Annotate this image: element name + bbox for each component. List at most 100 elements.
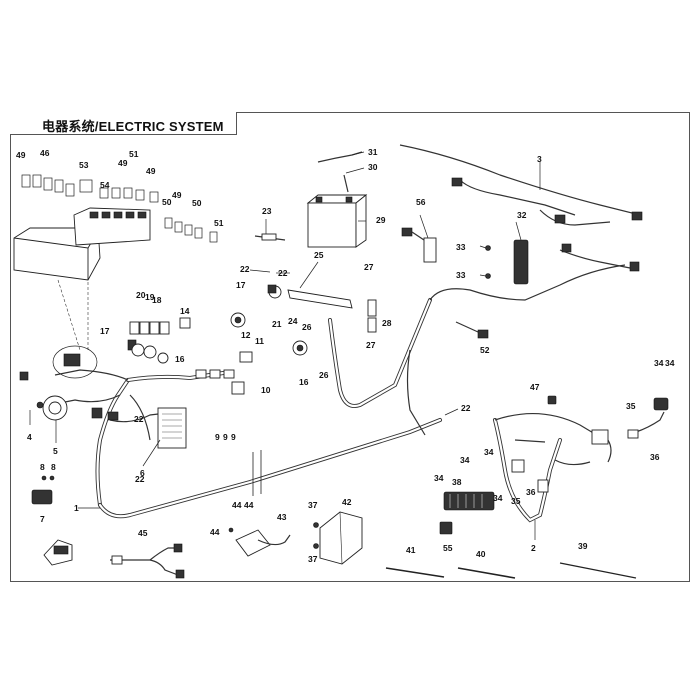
callout-39: 39 — [578, 541, 588, 551]
callout-49: 49 — [146, 166, 156, 176]
callout-25: 25 — [314, 250, 324, 260]
callout-22: 22 — [278, 268, 288, 278]
connectors-left — [19, 371, 119, 421]
callout-34: 34 — [654, 358, 664, 368]
callout-33: 33 — [456, 242, 466, 252]
callout-50: 50 — [192, 198, 202, 208]
callout-45: 45 — [138, 528, 148, 538]
callout-34: 34 — [665, 358, 675, 368]
callout-14: 14 — [180, 306, 190, 316]
title-box — [10, 112, 237, 135]
ecu-32 — [485, 239, 529, 285]
callout-35: 35 — [626, 401, 636, 411]
callout-32: 32 — [517, 210, 527, 220]
callout-34: 34 — [493, 493, 503, 503]
callout-9: 9 — [215, 432, 220, 442]
cap-47 — [547, 395, 557, 405]
callout-40: 40 — [476, 549, 486, 559]
callout-51: 51 — [214, 218, 224, 228]
callout-43: 43 — [277, 512, 287, 522]
callout-51: 51 — [129, 149, 139, 159]
callout-11: 11 — [255, 336, 264, 346]
callout-50: 50 — [162, 197, 172, 207]
callout-1: 1 — [74, 503, 79, 513]
callout-2: 2 — [531, 543, 536, 553]
diagram-frame — [10, 112, 690, 582]
cdi-unit — [157, 407, 187, 449]
callout-23: 23 — [262, 206, 272, 216]
callout-56: 56 — [416, 197, 426, 207]
callout-22: 22 — [135, 474, 145, 484]
fuse-box-assembly — [13, 174, 218, 379]
sensor-43-44 — [228, 527, 291, 557]
callout-20: 20 — [136, 290, 146, 300]
callout-22: 22 — [134, 414, 144, 424]
callout-5: 5 — [53, 446, 58, 456]
callout-17: 17 — [100, 326, 110, 336]
callout-27: 27 — [364, 262, 374, 272]
module-42 — [313, 511, 363, 565]
callout-49: 49 — [118, 158, 128, 168]
callout-7: 7 — [40, 514, 45, 524]
fuse-23 — [254, 233, 286, 241]
callout-35: 35 — [511, 496, 521, 506]
callout-4: 4 — [27, 432, 32, 442]
callout-3: 3 — [537, 154, 542, 164]
callout-37: 37 — [308, 500, 318, 510]
callout-52: 52 — [480, 345, 490, 355]
relay-cluster — [127, 317, 253, 395]
leader-lines — [29, 151, 541, 540]
callout-22: 22 — [240, 264, 250, 274]
callout-36: 36 — [650, 452, 660, 462]
callout-36: 36 — [526, 487, 536, 497]
callout-19: 19 — [145, 292, 155, 302]
switch-part-7 — [31, 475, 55, 505]
callout-9: 9 — [223, 432, 228, 442]
callout-31: 31 — [368, 147, 378, 157]
switch-4wd — [43, 539, 73, 566]
diagram-title: 电器系统/ELECTRIC SYSTEM — [42, 119, 224, 134]
cable-45 — [110, 543, 185, 579]
callout-16: 16 — [175, 354, 185, 364]
callout-33: 33 — [456, 270, 466, 280]
relay-56 — [401, 227, 437, 263]
callout-37: 37 — [308, 554, 318, 564]
callout-21: 21 — [272, 319, 282, 329]
callout-34: 34 — [484, 447, 494, 457]
callout-44: 44 — [244, 500, 254, 510]
callout-49: 49 — [172, 190, 182, 200]
callout-41: 41 — [406, 545, 416, 555]
callout-24: 24 — [288, 316, 298, 326]
callout-38: 38 — [452, 477, 462, 487]
callout-47: 47 — [530, 382, 540, 392]
callout-46: 46 — [40, 148, 50, 158]
callout-28: 28 — [382, 318, 392, 328]
callout-34: 34 — [434, 473, 444, 483]
battery-assembly — [306, 151, 368, 248]
connector-icon — [554, 214, 566, 224]
callout-34: 34 — [460, 455, 470, 465]
horn-assembly — [36, 395, 68, 421]
callout-12: 12 — [241, 330, 251, 340]
sensor-35-36 — [627, 397, 669, 439]
callout-49: 49 — [16, 150, 26, 160]
connector-icon — [451, 177, 463, 187]
callout-44: 44 — [210, 527, 220, 537]
callout-30: 30 — [368, 162, 378, 172]
callout-27: 27 — [366, 340, 376, 350]
callout-17: 17 — [236, 280, 246, 290]
connector-icon — [629, 261, 640, 272]
callout-53: 53 — [79, 160, 89, 170]
bracket-25 — [287, 289, 377, 333]
callout-16: 16 — [299, 377, 309, 387]
front-wire-harness — [399, 144, 643, 272]
connector-icon — [631, 211, 643, 221]
sensor-parts-mid — [230, 284, 308, 356]
sensor-52 — [455, 321, 489, 339]
connector-icon — [561, 243, 572, 253]
callout-55: 55 — [443, 543, 453, 553]
regulator-38 — [443, 491, 495, 511]
callout-42: 42 — [342, 497, 352, 507]
switch-55 — [439, 521, 453, 535]
